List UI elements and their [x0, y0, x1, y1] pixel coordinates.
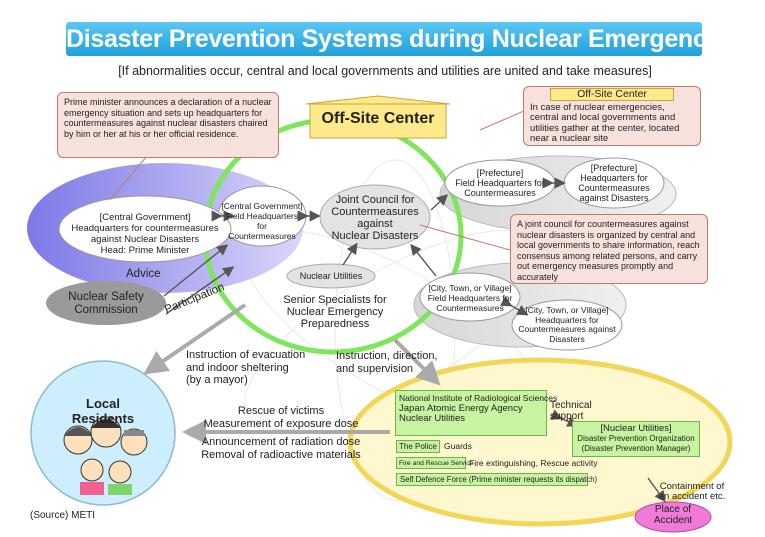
joint-council-label: Joint Council for Countermeasures agains…	[325, 194, 425, 242]
containment-line2: an accident etc.	[658, 491, 726, 502]
fire-activity-label: Fire extinguishing, Rescue activity	[469, 458, 598, 468]
pref-hq-line4: against Disasters	[579, 193, 649, 203]
sdf-box: Self Defence Force (Prime minister reque…	[396, 473, 597, 486]
pref-hq-line3: Countermeasures	[578, 183, 650, 193]
central-hq-line4: Head: Prime Minister	[100, 245, 190, 256]
place-of-accident-ellipse	[634, 501, 712, 533]
central-hq-ellipse	[58, 195, 232, 263]
central-hq-label: [Central Government] Headquarters for co…	[69, 212, 221, 256]
pref-field-line2: Field Headquarters for	[455, 178, 545, 188]
measures-line1: Rescue of victims	[237, 405, 325, 417]
pref-hq-label: [Prefecture] Headquarters for Countermea…	[566, 163, 662, 203]
central-hq-line3: against Nuclear Disasters	[90, 234, 200, 245]
joint-council-line3: against	[357, 218, 393, 230]
central-field-line3: Countermeasures	[228, 231, 296, 241]
police-box: The Police	[396, 440, 440, 453]
prime-minister-callout-text: Prime minister announces a declaration o…	[64, 97, 272, 139]
tech-support-line1: Technical	[550, 400, 592, 411]
central-hq-line2: Headquarters for countermeasures	[71, 223, 219, 234]
joint-council-callout-text: A joint council for countermeasures agai…	[517, 219, 700, 282]
residents-illustration	[63, 416, 148, 495]
measures-text: Rescue of victims Measurement of exposur…	[196, 405, 366, 461]
senior-line3: Preparedness	[300, 318, 370, 330]
measures-line3: Announcement of radiation dose	[201, 436, 361, 448]
measures-line4: Removal of radioactive materials	[201, 448, 361, 461]
containment-line1: Containment of	[659, 481, 725, 492]
nuclear-utilities-ellipse	[286, 263, 376, 289]
senior-specialists-label: Senior Specialists for Nuclear Emergency…	[270, 294, 400, 330]
instruction-evac-line3: (by a mayor)	[186, 374, 248, 386]
instruction-evac-line2: and indoor sheltering	[186, 361, 289, 374]
page-subtitle: [If abnormalities occur, central and loc…	[118, 64, 652, 78]
utilities-org-line2: Disaster Prevention Organization	[577, 434, 695, 443]
pref-hq-line1: [Prefecture]	[590, 163, 638, 173]
nsc-line2: Commission	[74, 303, 138, 316]
nuclear-utilities-label: Nuclear Utilities	[299, 271, 363, 281]
central-hq-line1: [Central Government]	[99, 212, 191, 223]
fire-box: Fire and Rescue Service	[396, 457, 473, 469]
institutes-line1: National Institute of Radiological Scien…	[399, 393, 558, 403]
tech-support-line2: support	[550, 411, 584, 422]
pref-field-line1: [Prefecture]	[476, 168, 524, 178]
local-residents-label: Local Residents	[71, 396, 135, 426]
advice-label: Advice	[126, 268, 161, 280]
page-title: Disaster Prevention Systems during Nucle…	[66, 22, 741, 56]
place-line1: Place of	[654, 504, 692, 515]
guards-label: Guards	[444, 441, 472, 451]
city-hq-label: [City, Town, or Village] Headquarters fo…	[512, 305, 622, 344]
utilities-org-box: [Nuclear Utilities] Disaster Prevention …	[572, 421, 700, 457]
institutes-line3: Nuclear Utilities	[399, 413, 465, 424]
instruction-dir-line1: Instruction, direction,	[336, 350, 438, 362]
nsc-line1: Nuclear Safety	[68, 291, 144, 303]
pref-field-line3: Countermeasures	[464, 188, 536, 198]
senior-line2: Nuclear Emergency	[286, 306, 384, 318]
central-field-line2: Field Headquarters for	[225, 211, 299, 231]
city-hq-line3: Countermeasures against	[518, 324, 616, 334]
joint-council-line1: Joint Council for	[335, 194, 415, 206]
measures-line2: Measurement of exposure dose	[203, 417, 359, 430]
pref-hq-line2: Headquarters for	[580, 173, 648, 183]
place-line2: Accident	[653, 514, 693, 526]
prime-minister-callout: Prime minister announces a declaration o…	[57, 92, 279, 158]
senior-line1: Senior Specialists for	[283, 294, 387, 306]
instruction-evac-line1: Instruction of evacuation	[186, 349, 306, 361]
offsite-center-label: Off-Site Center	[321, 110, 435, 127]
city-hq-line4: Disasters	[549, 333, 585, 344]
offsite-callout-text: In case of nuclear emergencies, central …	[530, 101, 680, 144]
instruction-direction: Instruction, direction, and supervision	[336, 350, 438, 375]
technical-support-label: Technical support	[550, 400, 592, 422]
city-field-label: [City, Town, or Village] Field Headquart…	[422, 283, 518, 313]
joint-council-line2: Countermeasures	[331, 206, 419, 218]
place-of-accident-label: Place of Accident	[640, 504, 706, 526]
joint-council-line4: Nuclear Disasters	[331, 230, 419, 242]
utilities-org-line3: (Disaster Prevention Manager)	[581, 444, 691, 453]
source-label: (Source) METI	[30, 510, 96, 521]
joint-council-callout: A joint council for countermeasures agai…	[510, 214, 708, 284]
city-hq-line1: [City, Town, or Village]	[525, 305, 609, 315]
city-hq-ellipse	[511, 299, 623, 351]
central-field-line1: [Central Government]	[221, 201, 303, 211]
city-hq-line2: Headquarters for	[535, 314, 599, 325]
pref-field-label: [Prefecture] Field Headquarters for Coun…	[446, 168, 554, 198]
offsite-center-callout: Off-Site Center In case of nuclear emerg…	[523, 86, 701, 146]
city-field-line1: [City, Town, or Village]	[428, 283, 512, 293]
utilities-org-line1: [Nuclear Utilities]	[600, 423, 672, 434]
nsc-label: Nuclear Safety Commission	[58, 291, 154, 316]
institutes-box: National Institute of Radiological Scien…	[395, 390, 558, 436]
city-field-line3: Countermeasures	[436, 303, 504, 313]
institutes-line2: Japan Atomic Energy Agency	[399, 402, 523, 414]
nsc-ellipse	[46, 281, 166, 325]
instruction-dir-line2: and supervision	[336, 362, 414, 375]
city-field-line2: Field Headquarters for	[427, 293, 513, 303]
central-field-label: [Central Government] Field Headquarters …	[220, 201, 304, 241]
offsite-callout-title: Off-Site Center	[550, 88, 674, 101]
instruction-evacuation: Instruction of evacuation and indoor she…	[186, 349, 305, 387]
containment-label: Containment of an accident etc.	[652, 482, 732, 502]
